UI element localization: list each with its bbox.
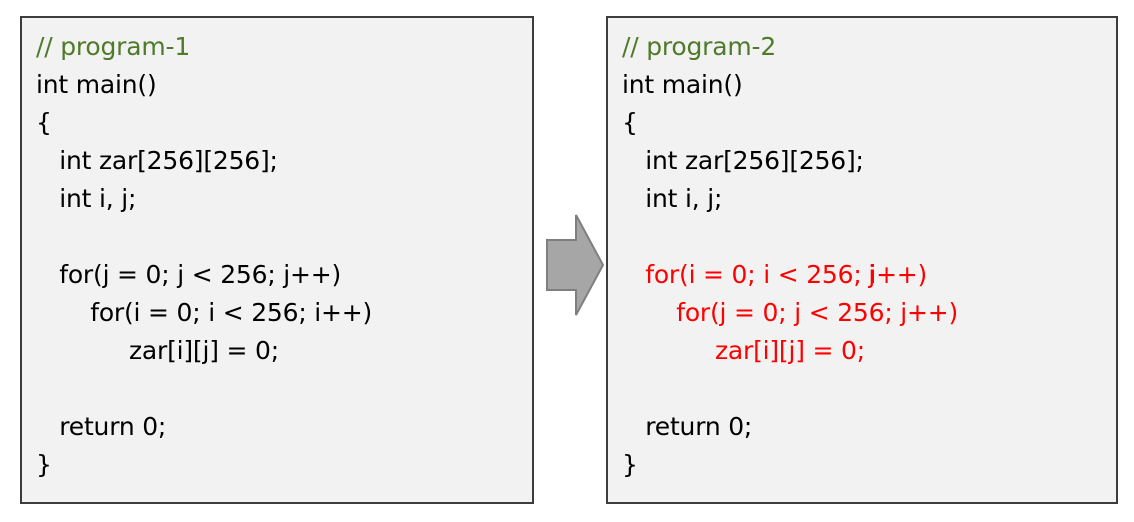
- code-line: for(j = 0; j < 256; j++): [622, 298, 959, 327]
- code-line: [622, 370, 1112, 408]
- code-line: int zar[256][256];: [622, 146, 864, 175]
- overstrike-ghost-glyph: j: [868, 260, 876, 289]
- code-line: [36, 370, 528, 408]
- code-line: {: [622, 108, 638, 137]
- code-line: return 0;: [36, 412, 167, 441]
- code-line: int main(): [622, 70, 743, 99]
- code-line: [36, 218, 528, 256]
- code-line: // program-1: [36, 32, 191, 61]
- overstrike-main-glyph: i: [869, 260, 877, 289]
- code-panel-program-2: // program-2 int main() { int zar[256][256…: [606, 16, 1118, 504]
- code-line: for(i = 0; i < 256; i++): [36, 298, 373, 327]
- code-line: int i, j;: [622, 184, 723, 213]
- code-line: zar[i][j] = 0;: [622, 336, 865, 365]
- code-line: }: [622, 450, 638, 479]
- arrow-shape: [546, 214, 605, 316]
- code-line: for(j = 0; j < 256; j++): [36, 260, 342, 289]
- code-line: return 0;: [622, 412, 753, 441]
- code-line: [622, 218, 1112, 256]
- code-line: int i, j;: [36, 184, 137, 213]
- code-listing-program-2: // program-2 int main() { int zar[256][256…: [622, 28, 1112, 484]
- code-line: {: [36, 108, 52, 137]
- transformation-arrow: [545, 213, 605, 317]
- code-line: zar[i][j] = 0;: [36, 336, 279, 365]
- code-listing-program-1: // program-1 int main() { int zar[256][256…: [36, 28, 528, 484]
- code-line: int zar[256][256];: [36, 146, 278, 175]
- code-panel-program-1: // program-1 int main() { int zar[256][256…: [20, 16, 534, 504]
- code-line: int main(): [36, 70, 157, 99]
- code-line: // program-2: [622, 32, 777, 61]
- arrow-right-icon: [546, 214, 605, 316]
- code-line: }: [36, 450, 52, 479]
